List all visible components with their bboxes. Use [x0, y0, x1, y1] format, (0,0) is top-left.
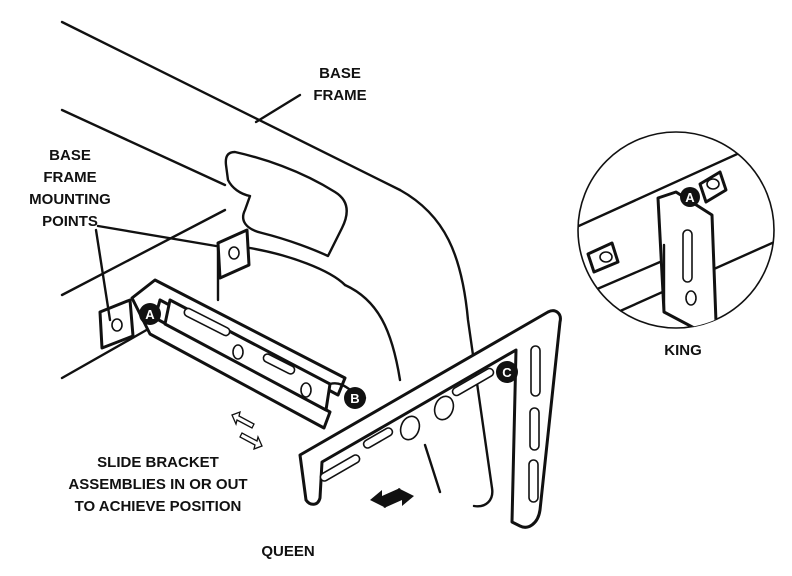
king-detail: A: [577, 131, 775, 329]
svg-text:A: A: [685, 190, 695, 205]
label-king: KING: [664, 342, 702, 359]
slide-arrows-solid: [370, 488, 414, 508]
svg-text:SLIDE BRACKET: SLIDE BRACKET: [97, 454, 219, 471]
mounting-tab-upper: [216, 228, 251, 302]
callout-b-main: B: [344, 387, 366, 409]
base-frame: [60, 20, 494, 508]
frame-cutout: [224, 150, 348, 258]
label-mounting-points: BASE FRAME MOUNTING POINTS: [29, 147, 111, 230]
svg-text:C: C: [502, 365, 512, 380]
label-base-frame: BASE FRAME: [313, 65, 366, 104]
corner-bracket: [298, 309, 562, 529]
svg-text:B: B: [350, 391, 359, 406]
callout-a-main: A: [139, 303, 161, 325]
svg-text:FRAME: FRAME: [313, 87, 366, 104]
svg-text:TO ACHIEVE POSITION: TO ACHIEVE POSITION: [75, 498, 242, 515]
label-queen: QUEEN: [261, 543, 314, 560]
slide-arrows-outline: [231, 410, 263, 451]
callout-c-main: C: [496, 361, 518, 383]
label-slide-instruction: SLIDE BRACKET ASSEMBLIES IN OR OUT TO AC…: [68, 454, 247, 515]
svg-text:BASE: BASE: [49, 147, 91, 164]
svg-text:POINTS: POINTS: [42, 213, 98, 230]
svg-text:BASE: BASE: [319, 65, 361, 82]
leader-lines: [94, 93, 302, 322]
rail-bracket: [130, 278, 367, 430]
svg-text:A: A: [145, 307, 155, 322]
svg-text:FRAME: FRAME: [43, 169, 96, 186]
svg-text:ASSEMBLIES IN OR OUT: ASSEMBLIES IN OR OUT: [68, 476, 247, 493]
svg-text:MOUNTING: MOUNTING: [29, 191, 111, 208]
